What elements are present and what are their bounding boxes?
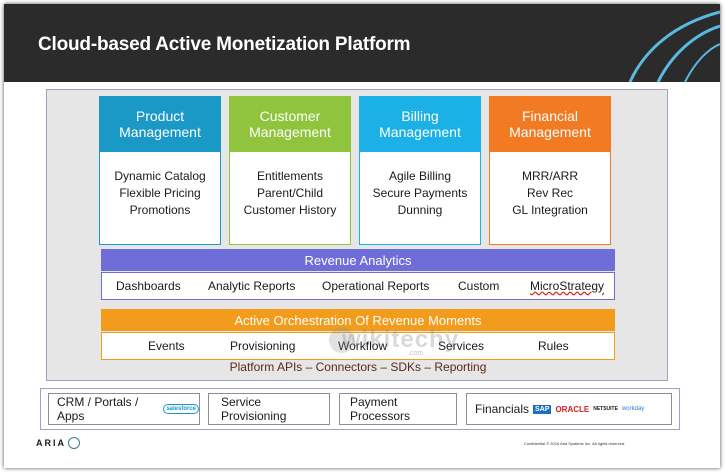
- pillar-items: MRR/ARR Rev Rec GL Integration: [489, 152, 611, 245]
- orchestration-item: Rules: [538, 339, 569, 353]
- pillar-product-management: Product Management Dynamic Catalog Flexi…: [99, 96, 221, 245]
- slide: Cloud-based Active Monetization Platform…: [4, 4, 720, 468]
- orchestration-item: Provisioning: [230, 339, 296, 353]
- pillar-title: Customer Management: [229, 96, 351, 152]
- swoosh-decoration-icon: [628, 10, 720, 82]
- pillar-item: Dynamic Catalog: [114, 169, 206, 183]
- workday-logo-icon: workday: [621, 406, 645, 412]
- oracle-logo-icon: ORACLE: [555, 404, 590, 414]
- pillar-financial-management: Financial Management MRR/ARR Rev Rec GL …: [489, 96, 611, 245]
- system-label: CRM / Portals / Apps: [57, 395, 139, 423]
- orchestration-item: Services: [438, 339, 485, 353]
- system-financials: Financials SAP ORACLE NETSUITE workday: [466, 393, 672, 425]
- system-service-provisioning: Service Provisioning: [208, 393, 330, 425]
- pillar-item: Agile Billing: [388, 169, 452, 183]
- pillar-item: Secure Payments: [372, 186, 468, 200]
- slide-title: Cloud-based Active Monetization Platform: [38, 34, 411, 55]
- orchestration-item: Workflow: [338, 339, 388, 353]
- aria-logo: ARIA: [36, 437, 80, 449]
- analytics-item: Operational Reports: [322, 279, 430, 293]
- system-label: Payment Processors: [350, 395, 411, 423]
- watermark-text: wikitechy: [342, 326, 460, 353]
- pillar-title: Billing Management: [359, 96, 481, 152]
- pillar-item: MRR/ARR: [522, 169, 578, 183]
- pillar-title: Product Management: [99, 96, 221, 152]
- analytics-item: Custom: [458, 279, 500, 293]
- pillar-item: Dunning: [397, 203, 443, 217]
- pillar-item: GL Integration: [512, 203, 588, 217]
- pillar-billing-management: Billing Management Agile Billing Secure …: [359, 96, 481, 245]
- pillar-item: Customer History: [243, 203, 337, 217]
- system-label: Service Provisioning: [221, 395, 287, 423]
- pillar-items: Dynamic Catalog Flexible Pricing Promoti…: [99, 152, 221, 245]
- pillar-items: Entitlements Parent/Child Customer Histo…: [229, 152, 351, 245]
- pillar-item: Rev Rec: [526, 186, 573, 200]
- copyright-text: Confidential © 2016 Aria Systems Inc. Al…: [524, 441, 626, 446]
- orchestration-item: Events: [148, 339, 185, 353]
- salesforce-logo-icon: salesforce: [163, 404, 199, 414]
- watermark-icon: [329, 327, 355, 353]
- pillar-items: Agile Billing Secure Payments Dunning: [359, 152, 481, 245]
- netsuite-logo-icon: NETSUITE: [593, 406, 618, 412]
- system-crm-portals-apps: CRM / Portals / Apps salesforce: [48, 393, 200, 425]
- platform-apis-label: Platform APIs – Connectors – SDKs – Repo…: [229, 360, 487, 374]
- system-payment-processors: Payment Processors: [339, 393, 457, 425]
- brand-name: ARIA: [36, 438, 66, 448]
- pillar-item: Entitlements: [256, 169, 324, 183]
- pillar-item: Parent/Child: [256, 186, 324, 200]
- pillar-item: Promotions: [129, 203, 191, 217]
- pillar-title: Financial Management: [489, 96, 611, 152]
- orchestration-band: Active Orchestration Of Revenue Moments: [101, 309, 615, 331]
- sap-logo-icon: SAP: [533, 404, 552, 414]
- pillar-item: Flexible Pricing: [119, 186, 201, 200]
- analytics-item: Analytic Reports: [208, 279, 296, 293]
- slide-header: Cloud-based Active Monetization Platform: [4, 4, 720, 82]
- revenue-analytics-row: Dashboards Analytic Reports Operational …: [101, 272, 615, 300]
- aria-circle-icon: [68, 437, 80, 449]
- analytics-item: MicroStrategy: [530, 279, 605, 293]
- analytics-item: Dashboards: [116, 279, 181, 293]
- system-label: Financials: [475, 402, 530, 416]
- watermark-suffix: .com: [408, 350, 424, 357]
- orchestration-row: Events Provisioning Workflow Services Ru…: [101, 332, 615, 360]
- pillar-customer-management: Customer Management Entitlements Parent/…: [229, 96, 351, 245]
- revenue-analytics-band: Revenue Analytics: [101, 249, 615, 271]
